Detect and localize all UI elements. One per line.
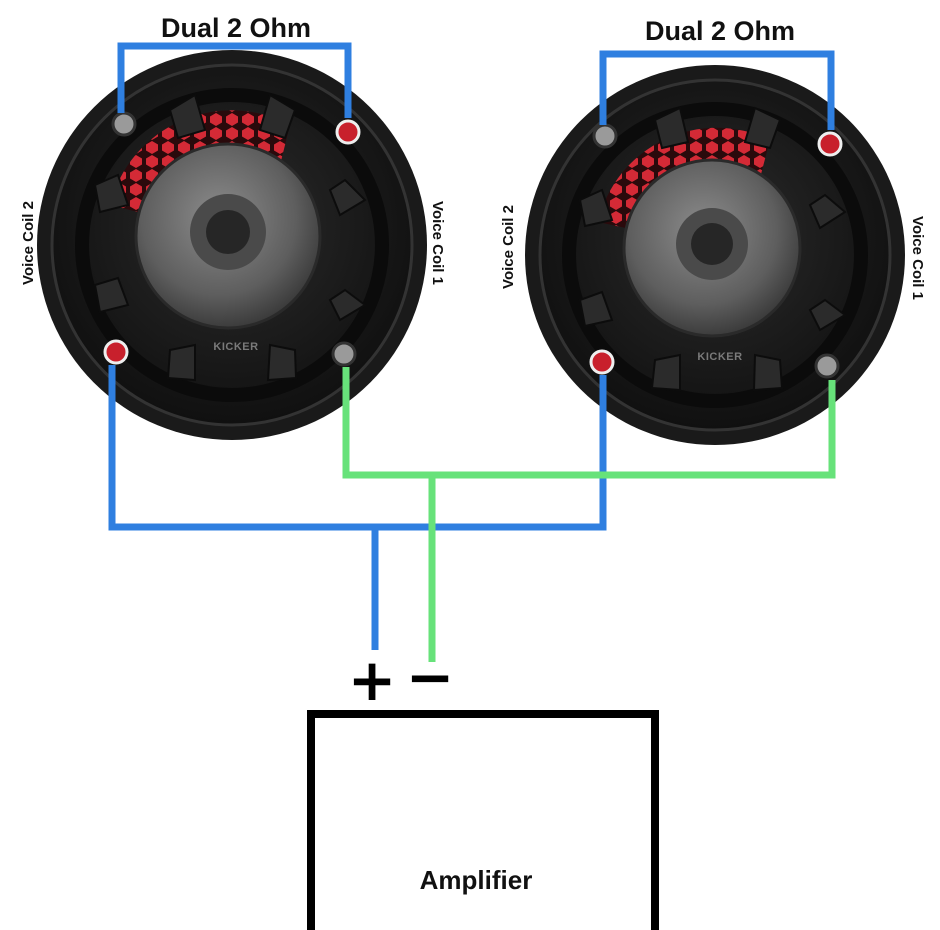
positive-bus-wire bbox=[108, 365, 607, 531]
speaker-1-terminal-top-left bbox=[111, 111, 137, 137]
speaker-1-coil-right-label: Voice Coil 1 bbox=[429, 201, 446, 285]
amplifier-box bbox=[307, 710, 659, 930]
speaker-1-terminal-bottom-right bbox=[331, 341, 357, 367]
speaker-1-coil-left-label: Voice Coil 2 bbox=[20, 201, 37, 285]
negative-wires bbox=[342, 367, 836, 662]
speaker-1-terminal-bottom-left bbox=[103, 339, 129, 365]
speaker-2-brackets bbox=[578, 106, 847, 392]
speaker-1-brand: KICKER bbox=[213, 341, 258, 353]
positive-wires bbox=[108, 42, 835, 650]
speaker-2-coil-right-label: Voice Coil 1 bbox=[909, 216, 926, 300]
speaker-2-coil-left-label: Voice Coil 2 bbox=[500, 205, 517, 289]
speaker-2-terminal-top-left bbox=[592, 123, 618, 149]
speaker-1-ring bbox=[75, 88, 389, 402]
positive-terminal-symbol: + bbox=[348, 646, 397, 714]
speaker-2-center bbox=[691, 223, 733, 265]
speaker-2-terminal-bottom-right bbox=[814, 353, 840, 379]
speaker-2-jumper-wire bbox=[599, 50, 835, 130]
speaker-2: KICKER bbox=[525, 65, 905, 445]
speaker-2-terminal-top-right bbox=[817, 131, 843, 157]
speaker-1-brackets bbox=[93, 93, 367, 382]
amplifier-label: Amplifier bbox=[420, 865, 533, 895]
speaker-1: KICKER bbox=[37, 50, 427, 440]
speaker-1-jumper-wire bbox=[117, 42, 352, 118]
negative-terminal-symbol: − bbox=[406, 643, 455, 711]
speaker-1-terminal-top-right bbox=[335, 119, 361, 145]
speaker-1-title: Dual 2 Ohm bbox=[161, 13, 311, 43]
speaker-2-terminal-bottom-left bbox=[589, 349, 615, 375]
speaker-2-ring bbox=[562, 102, 868, 408]
speaker-2-brand: KICKER bbox=[697, 351, 742, 363]
speaker-2-title: Dual 2 Ohm bbox=[645, 16, 795, 46]
negative-bus-wire bbox=[342, 367, 836, 479]
speaker-1-center bbox=[206, 210, 250, 254]
